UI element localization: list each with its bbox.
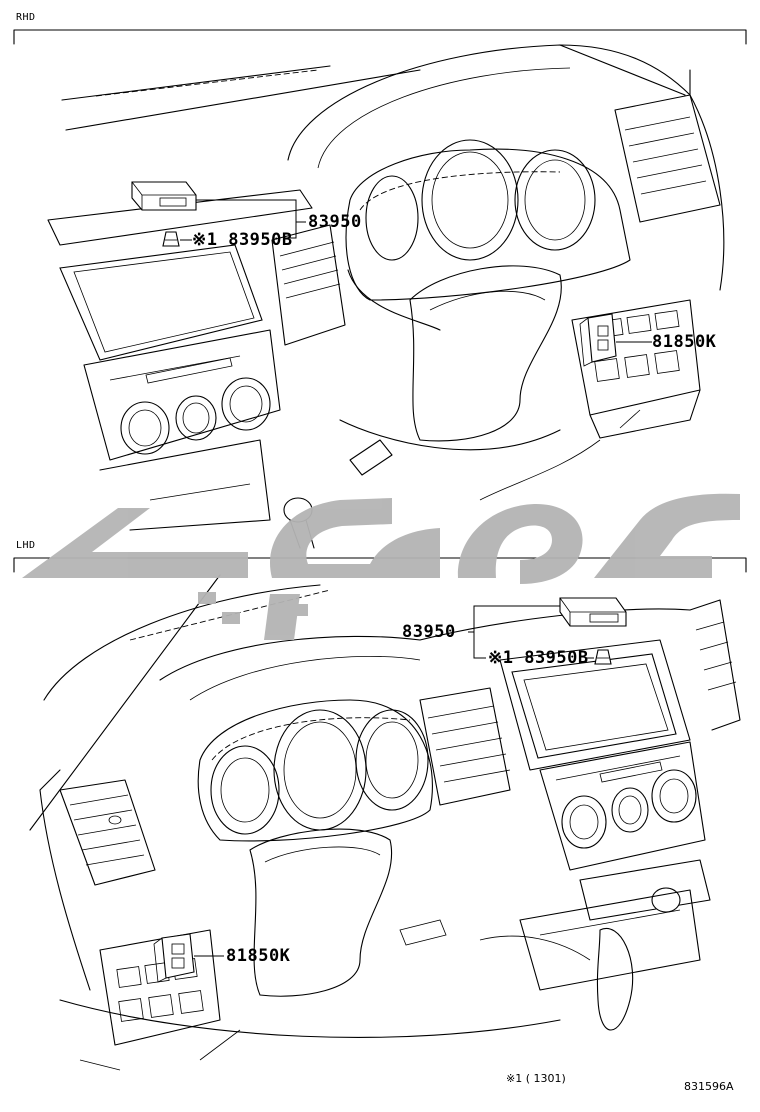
rhd-callout-83950: 83950 <box>308 212 362 232</box>
rhd-leader-83950 <box>196 199 306 239</box>
lhd-part-83950b-bulb <box>594 649 612 665</box>
lhd-callout-81850k: 81850K <box>226 946 291 966</box>
lhd-leader-83950 <box>468 605 560 659</box>
section-frame-rhd <box>13 29 747 45</box>
lhd-part-83950-switch <box>559 597 627 627</box>
rhd-dashboard-illustration <box>47 44 725 549</box>
rhd-part-83950b-bulb <box>162 231 180 247</box>
lhd-callout-83950b: ※1 83950B <box>488 648 589 668</box>
lhd-dashboard-illustration <box>29 574 741 1071</box>
rhd-part-81850k-switch <box>579 313 617 367</box>
lhd-part-81850k-switch <box>153 933 195 983</box>
arabic-logo-watermark <box>22 493 740 640</box>
section-tag-rhd: RHD <box>16 12 36 23</box>
figure-code: 831596A <box>684 1080 734 1093</box>
section-tag-lhd: LHD <box>16 540 36 551</box>
lhd-callout-83950: 83950 <box>402 622 456 642</box>
footnote: ※1 ( 1301) <box>506 1072 566 1085</box>
rhd-callout-81850k: 81850K <box>652 332 717 352</box>
rhd-callout-83950b: ※1 83950B <box>192 230 293 250</box>
rhd-part-83950-switch <box>131 181 197 211</box>
